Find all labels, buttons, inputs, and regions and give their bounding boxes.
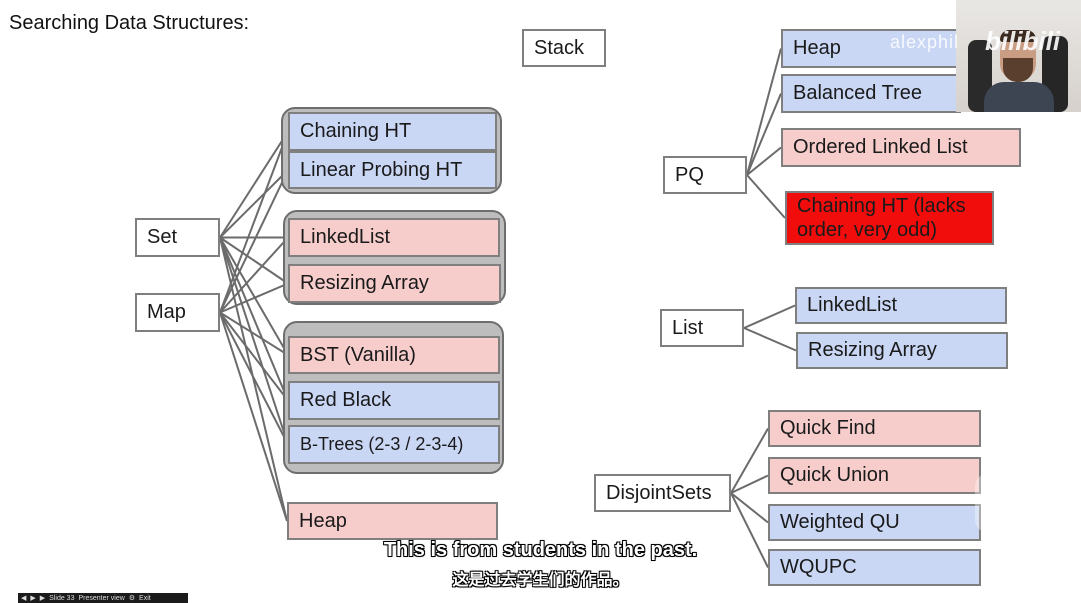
pq-node: PQ [663,156,747,194]
presenter-view-button[interactable]: Presenter view [78,594,125,602]
presenter-toolbar: ◀ ▶ ▶ Slide 33 Presenter view ⚙ Exit [18,593,188,603]
heap-pq-node: Heap [781,29,971,68]
connector-disjointsets-node-to-quick-find-node [730,428,769,494]
quick-union-node: Quick Union [768,457,981,494]
linear-probing-ht-node: Linear Probing HT [288,151,497,189]
connector-pq-node-to-ordered-linked-list-node [746,146,782,176]
subtitle-chinese: 这是过去学生们的作品。 [452,572,629,589]
play-slides-icon[interactable]: ▶ [30,595,36,602]
ordered-linked-list-node: Ordered Linked List [781,128,1021,167]
connector-set-node-to-resizing-array-node [219,236,289,285]
chaining-ht-node: Chaining HT [288,112,497,151]
presenter-body [984,82,1054,112]
heap-left-node: Heap [287,502,498,540]
subtitle-english: This is from students in the past. [383,539,698,561]
play-button[interactable] [975,474,1037,532]
connector-set-node-to-red-black-node [219,237,289,401]
list-node: List [660,309,744,347]
connector-pq-node-to-chaining-ht-pq-node [746,174,786,219]
connector-pq-node-to-heap-pq-node [746,48,782,176]
connector-map-node-to-btrees-node [219,312,289,445]
btrees-node: B-Trees (2-3 / 2-3-4) [288,425,500,464]
connector-list-node-to-resizing-array-list-node [743,327,797,352]
set-node: Set [135,218,220,257]
exit-button[interactable]: Exit [139,594,151,602]
next-slide-icon[interactable]: ▶ [39,595,46,602]
connector-map-node-to-chaining-ht-node [219,131,289,313]
connector-set-node-to-bst-node [219,236,289,356]
resizing-array-list-node: Resizing Array [796,332,1008,369]
linkedlist-node: LinkedList [288,218,500,257]
chaining-ht-pq-node: Chaining HT (lacks order, very odd) [785,191,994,245]
presenter-beard [1003,58,1033,82]
disjointsets-node: DisjointSets [594,474,731,512]
connector-map-node-to-heap-left-node [219,312,288,522]
presenter-hair [1000,30,1036,42]
map-node: Map [135,293,220,332]
connector-map-node-to-bst-node [219,311,289,356]
bst-node: BST (Vanilla) [288,336,500,374]
uploader-watermark: alexphil [890,32,960,52]
weighted-qu-node: Weighted QU [768,504,981,541]
prev-slide-icon[interactable]: ◀ [21,595,27,602]
bilibili-logo: bilibili [985,26,1061,56]
balanced-tree-node: Balanced Tree [781,74,961,113]
connector-set-node-to-btrees-node [219,237,289,445]
quick-find-node: Quick Find [768,410,981,447]
slide-title: Searching Data Structures: [9,12,250,34]
linkedlist-list-node: LinkedList [795,287,1007,324]
wqupc-node: WQUPC [768,549,981,586]
connector-list-node-to-linkedlist-list-node [743,304,796,329]
connector-disjointsets-node-to-weighted-qu-node [730,492,769,524]
connector-map-node-to-linear-probing-ht-node [219,169,289,313]
connector-set-node-to-chaining-ht-node [219,130,289,239]
resizing-array-node: Resizing Array [288,264,501,303]
red-black-node: Red Black [288,381,500,420]
connector-map-node-to-resizing-array-node [219,282,289,314]
connector-map-node-to-linkedlist-node [219,236,289,314]
connector-disjointsets-node-to-quick-union-node [730,474,769,494]
connector-map-node-to-red-black-node [219,311,289,402]
stack-node: Stack [522,29,606,67]
connector-disjointsets-node-to-wqupc-node [730,492,769,568]
connector-set-node-to-linear-probing-ht-node [219,169,289,239]
settings-icon[interactable]: ⚙ [128,595,136,602]
play-icon [999,491,1017,515]
connector-pq-node-to-balanced-tree-node [746,93,782,176]
slide-number[interactable]: Slide 33 [49,594,75,602]
webcam-feed [956,0,1081,112]
